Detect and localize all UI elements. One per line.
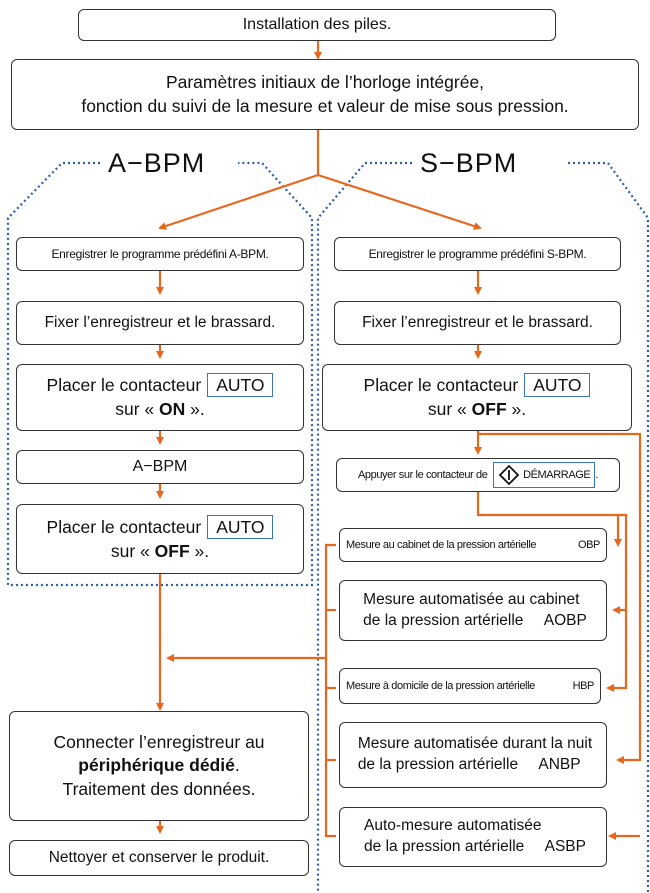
abpm-place2-label: Placer le contacteur <box>46 516 202 537</box>
abpm-measurement-label: A−BPM <box>132 458 188 476</box>
anbp-code: ANBP <box>538 756 581 773</box>
sbpm-off-post: ». <box>506 399 527 419</box>
auto-switch-key: AUTO <box>207 373 274 398</box>
obp-label: Mesure au cabinet de la pression artérie… <box>346 538 537 551</box>
abpm-measurement-step: A−BPM <box>16 450 304 484</box>
asbp-code: ASBP <box>544 838 586 855</box>
connect-device-label: périphérique dédié <box>78 755 235 776</box>
sbpm-register-label: Enregistrer le programme prédéfini S-BPM… <box>368 246 587 261</box>
initial-line2: fonction du suivi de la mesure et valeur… <box>81 95 569 116</box>
start-key: DÉMARRAGE <box>493 462 596 488</box>
abpm-fix-step: Fixer l’enregistreur et le brassard. <box>16 301 304 345</box>
sbpm-place-label: Placer le contacteur <box>363 375 519 396</box>
install-label: Installation des piles. <box>242 16 392 34</box>
aobp-line2: de la pression artérielle <box>363 611 524 629</box>
anbp-line1: Mesure automatisée durant la nuit <box>357 735 593 753</box>
sbpm-off-pre: sur « <box>427 399 472 419</box>
connect-device-step: Connecter l’enregistreur au périphérique… <box>9 711 309 821</box>
auto-switch-key: AUTO <box>207 514 274 539</box>
aobp-line1: Mesure automatisée au cabinet <box>363 590 580 608</box>
clean-store-step: Nettoyer et conserver le produit. <box>9 840 309 876</box>
initial-line1: Paramètres initiaux de l’horloge intégré… <box>165 71 485 92</box>
auto-switch-key: AUTO <box>524 373 591 398</box>
abpm-on-post: ». <box>185 399 205 419</box>
aobp-mode-box: Mesure automatisée au cabinet de la pres… <box>339 580 607 641</box>
section-title-sbpm: S−BPM <box>420 148 518 178</box>
asbp-line1: Auto-mesure automatisée <box>364 817 542 835</box>
abpm-on-pre: sur « <box>115 399 160 419</box>
connect-line1: Connecter l’enregistreur au <box>53 731 265 752</box>
sbpm-fix-step: Fixer l’enregistreur et le brassard. <box>334 301 621 345</box>
obp-code: OBP <box>577 538 600 551</box>
section-dotted-outlines <box>6 161 650 893</box>
sbpm-press-start-step: Appuyer sur le contacteur de DÉMARRAGE. <box>336 458 620 492</box>
abpm-off-pre: sur « <box>110 540 155 561</box>
start-diamond-icon <box>499 464 520 486</box>
clean-label: Nettoyer et conserver le produit. <box>48 848 270 866</box>
sbpm-off-value: OFF <box>471 399 507 419</box>
press-start-suffix: . <box>595 468 599 481</box>
hbp-label: Mesure à domicile de la pression artérie… <box>346 679 535 692</box>
connect-line3: Traitement des données. <box>62 778 256 799</box>
start-key-label: DÉMARRAGE <box>523 469 591 481</box>
section-title-abpm: A−BPM <box>108 148 206 178</box>
sbpm-register-step: Enregistrer le programme prédéfini S-BPM… <box>334 237 621 271</box>
orange-arrows <box>156 40 642 840</box>
initial-settings-step: Paramètres initiaux de l’horloge intégré… <box>11 59 639 130</box>
asbp-mode-box: Auto-mesure automatisée de la pression a… <box>339 807 607 867</box>
asbp-line2: de la pression artérielle <box>364 838 525 855</box>
abpm-off-value: OFF <box>154 540 190 561</box>
abpm-on-value: ON <box>159 399 186 419</box>
abpm-register-step: Enregistrer le programme prédéfini A-BPM… <box>16 237 304 271</box>
press-start-label: Appuyer sur le contacteur de <box>357 468 488 481</box>
connect-after: . <box>234 755 240 776</box>
abpm-fix-label: Fixer l’enregistreur et le brassard. <box>44 313 276 331</box>
obp-mode-box: Mesure au cabinet de la pression artérie… <box>339 528 607 562</box>
anbp-line2: de la pression artérielle <box>357 756 519 773</box>
abpm-off-post: ». <box>189 540 210 561</box>
abpm-register-label: Enregistrer le programme prédéfini A-BPM… <box>51 246 269 261</box>
aobp-code: AOBP <box>543 611 587 629</box>
abpm-place-label: Placer le contacteur <box>46 375 202 396</box>
install-batteries-step: Installation des piles. <box>78 9 556 41</box>
sbpm-fix-label: Fixer l’enregistreur et le brassard. <box>362 313 593 331</box>
anbp-mode-box: Mesure automatisée durant la nuit de la … <box>339 722 607 788</box>
hbp-mode-box: Mesure à domicile de la pression artérie… <box>339 668 601 704</box>
hbp-code: HBP <box>572 679 595 692</box>
